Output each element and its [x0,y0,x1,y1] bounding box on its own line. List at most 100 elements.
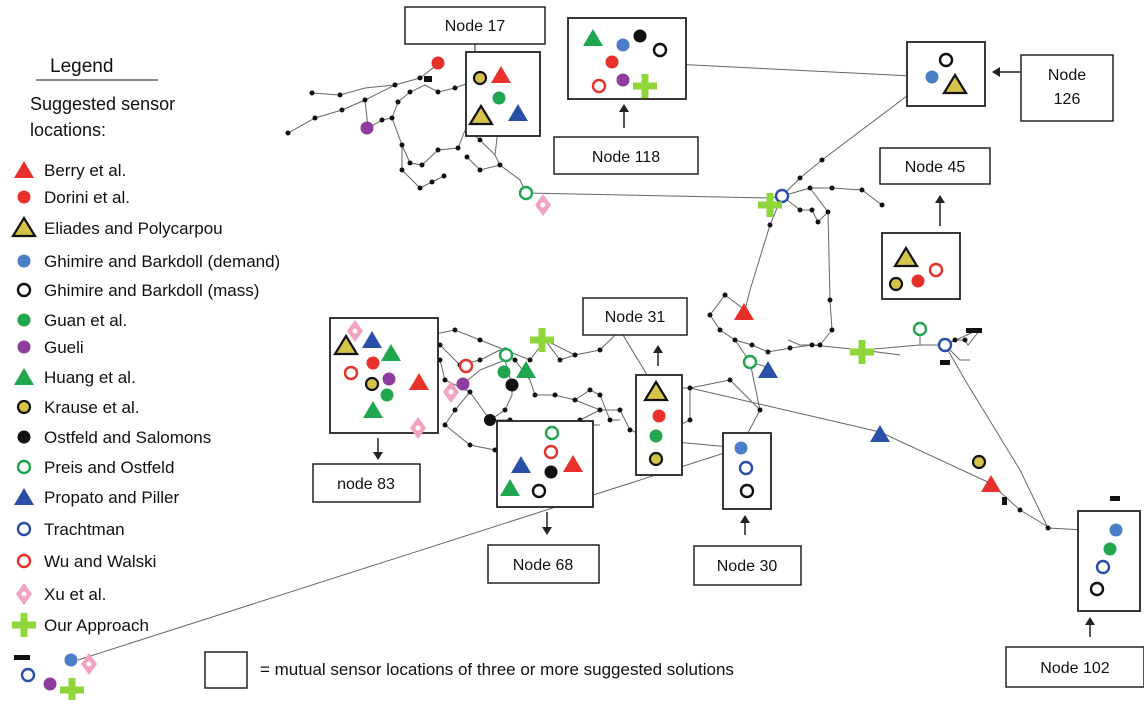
sensor-marker-gueli-1 [360,121,374,135]
node-31-label: Node 31 [605,309,666,326]
sensor-marker-guan-34 [649,429,663,443]
sensor-marker-ghd-8 [616,38,630,52]
sensor-marker-ghm-10 [652,42,668,58]
legend-label-krause: Krause et al. [44,398,139,417]
legend-label-ghm: Ghimire and Barkdoll (mass) [44,281,259,300]
sensor-marker-xu-19 [535,194,551,216]
sensor-marker-wu-51 [343,365,359,381]
legend-marker-ghd [17,254,31,268]
node-30-label-box [693,545,802,586]
legend-label-ghd: Ghimire and Barkdoll (demand) [44,252,280,271]
sensor-marker-guan-63 [497,365,511,379]
node-31-group: Node 31 [582,297,688,476]
legend-marker-preis [16,459,32,475]
node-17-label-box [404,6,546,45]
footnote-text: = mutual sensor locations of three or mo… [260,660,734,679]
sensor-marker-huang-50 [381,344,401,361]
node-102-label: Node 102 [1040,660,1109,677]
legend-marker-dorini [17,190,31,204]
sensor-marker-krause-2 [472,70,488,86]
sensor-marker-preis-61 [498,347,514,363]
node-30-group: Node 30 [693,432,802,586]
node-68-label-box [487,544,600,584]
sensor-marker-berry-41 [981,475,1001,492]
footnote-box-swatch [204,651,248,689]
legend-marker-huang [14,368,34,385]
sensor-marker-huang-7 [583,29,603,46]
legend-subtitle-line2: locations: [30,120,106,140]
node-45-label-box [879,147,991,185]
legend-title: Legend [50,56,113,77]
legend-marker-krause [16,399,32,415]
sensor-marker-berry-3 [491,66,511,83]
sensor-marker-trach-27 [937,337,953,353]
sensor-marker-ostfeld-69 [544,465,558,479]
sensor-marker-dorini-33 [652,409,666,423]
legend-label-trach: Trachtman [44,520,125,539]
sensor-marker-krause-52 [364,376,380,392]
sensor-marker-berry-55 [409,373,429,390]
sensor-marker-ours-14 [633,74,657,98]
legend-marker-ostfeld [17,430,31,444]
sensor-marker-krause-40 [971,454,987,470]
sensor-marker-ghm-15 [938,52,954,68]
sensor-marker-xu-59 [410,417,426,439]
sensor-marker-eliades-22 [893,245,919,268]
legend-marker-trach [16,521,32,537]
sensor-marker-ostfeld-62 [505,378,519,392]
sensor-marker-huang-71 [500,479,520,496]
sensor-marker-ours-31 [850,340,874,364]
legend-label-ostfeld: Ostfeld and Salomons [44,428,211,447]
sensor-marker-trach-75 [20,667,36,683]
sensor-marker-ghd-36 [734,441,748,455]
sensor-marker-eliades-17 [942,72,968,95]
sensor-marker-ours-77 [60,678,84,702]
sensor-marker-ours-21 [758,193,782,217]
legend-label-berry: Berry et al. [44,161,126,180]
node-126-group: Node 126 [906,41,1114,122]
sensor-marker-dorini-0 [431,56,445,70]
sensor-marker-xu-74 [81,653,97,675]
sensor-marker-ghd-73 [64,653,78,667]
legend-marker-xu [16,583,32,605]
sensor-marker-gueli-57 [456,377,470,391]
node-126-label-box [1020,54,1114,122]
sensor-marker-guan-4 [492,91,506,105]
legend-label-eliades: Eliades and Polycarpou [44,219,223,238]
sensor-marker-eliades-5 [468,103,494,126]
sensor-marker-wu-23 [928,262,944,278]
sensor-marker-wu-67 [543,444,559,460]
sensor-marker-wu-60 [458,358,474,374]
sensor-marker-dorini-25 [911,274,925,288]
tank-icons [14,76,1120,660]
sensor-marker-huang-64 [516,361,536,378]
legend-marker-berry [14,161,34,178]
legend-label-dorini: Dorini et al. [44,188,130,207]
node-126-label-line1: Node [1048,67,1086,84]
sensor-marker-guan-43 [1103,542,1117,556]
legend-marker-guan [17,313,31,327]
sensor-marker-propato-68 [511,456,531,473]
sensor-marker-huang-56 [363,401,383,418]
node-118-label-box [553,136,699,175]
sensor-marker-dorini-11 [605,55,619,69]
node-45-label: Node 45 [905,159,966,176]
legend-subtitle-line1: Suggested sensor [30,94,175,114]
sensor-marker-propato-39 [870,425,890,442]
legend-label-preis: Preis and Ostfeld [44,458,174,477]
sensor-markers [20,29,1123,702]
node-102-label-box [1005,646,1144,688]
legend-label-wu: Wu and Walski [44,552,156,571]
sensor-marker-preis-29 [742,354,758,370]
sensor-marker-preis-18 [518,185,534,201]
sensor-marker-eliades-32 [643,379,669,402]
legend-label-ours: Our Approach [44,616,149,635]
node-102-group: Node 102 [1005,510,1144,688]
legend-marker-ours [12,613,36,637]
sensor-marker-ghm-72 [531,483,547,499]
legend-marker-gueli [17,340,31,354]
legend-marker-ghm [16,282,32,298]
sensor-marker-eliades-48 [333,333,359,356]
